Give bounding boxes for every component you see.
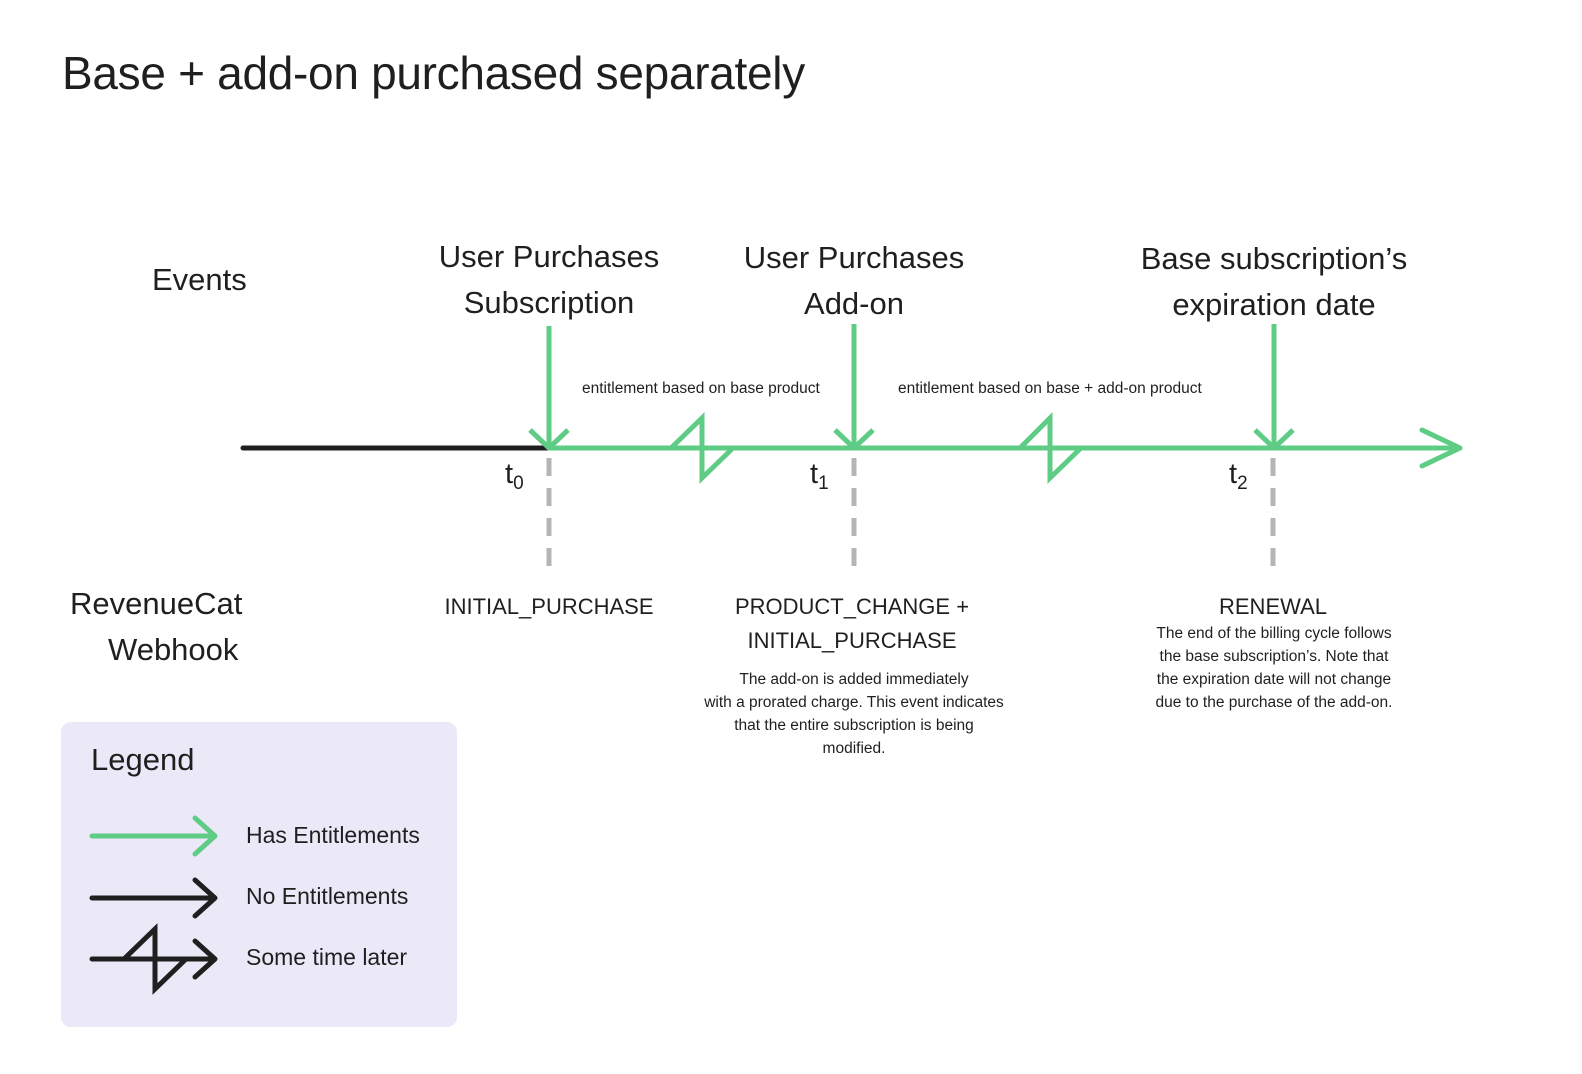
webhook-name: INITIAL_PURCHASE	[444, 594, 654, 619]
event-line2: Subscription	[463, 285, 635, 320]
event-arrow-t2	[1253, 324, 1295, 451]
webhook-name-line2: INITIAL_PURCHASE	[747, 628, 957, 653]
legend-item-no-entitlements: No Entitlements	[246, 883, 409, 909]
webhook-row-label-line1: RevenueCat	[70, 586, 243, 621]
time-skip-mark-2	[1018, 411, 1083, 484]
legend-title: Legend	[91, 742, 195, 777]
event-line1: Base subscription’s	[1140, 241, 1408, 276]
legend-item-some-time-later: Some time later	[246, 944, 408, 970]
webhook-product-change-description: The add-on is added immediately with a p…	[704, 671, 1004, 757]
webhook-renewal-description: The end of the billing cycle follows the…	[1155, 625, 1393, 711]
webhook-name: RENEWAL	[1219, 594, 1327, 619]
event-addon-purchase: User Purchases Add-on	[664, 235, 1044, 327]
time-label-t1: t1	[810, 458, 829, 494]
event-line1: User Purchases	[743, 240, 965, 275]
time-label-t0: t0	[505, 458, 524, 494]
segment-note-base: entitlement based on base product	[582, 380, 820, 397]
page-title: Base + add-on purchased separately	[62, 47, 805, 99]
event-arrow-t0	[528, 326, 570, 451]
event-base-expiration: Base subscription’s expiration date	[1084, 236, 1464, 328]
webhook-row-label-line2: Webhook	[108, 632, 239, 667]
segment-note-base-addon: entitlement based on base + add-on produ…	[898, 380, 1202, 397]
webhook-name-line1: PRODUCT_CHANGE +	[734, 594, 970, 619]
time-label-t2: t2	[1229, 458, 1248, 494]
webhook-initial-purchase: INITIAL_PURCHASE	[369, 590, 729, 624]
event-line1: User Purchases	[438, 239, 660, 274]
event-subscription-purchase: User Purchases Subscription	[359, 234, 739, 326]
webhook-renewal: RENEWAL	[1093, 590, 1453, 624]
timeline-arrowhead	[1419, 427, 1463, 469]
event-line2: expiration date	[1172, 287, 1376, 322]
events-row-label: Events	[152, 262, 247, 297]
legend-item-has-entitlements: Has Entitlements	[246, 822, 420, 848]
webhook-product-change: PRODUCT_CHANGE + INITIAL_PURCHASE	[672, 590, 1032, 658]
time-skip-mark-1	[669, 412, 735, 484]
event-line2: Add-on	[804, 286, 904, 321]
event-arrow-t1	[833, 324, 875, 451]
